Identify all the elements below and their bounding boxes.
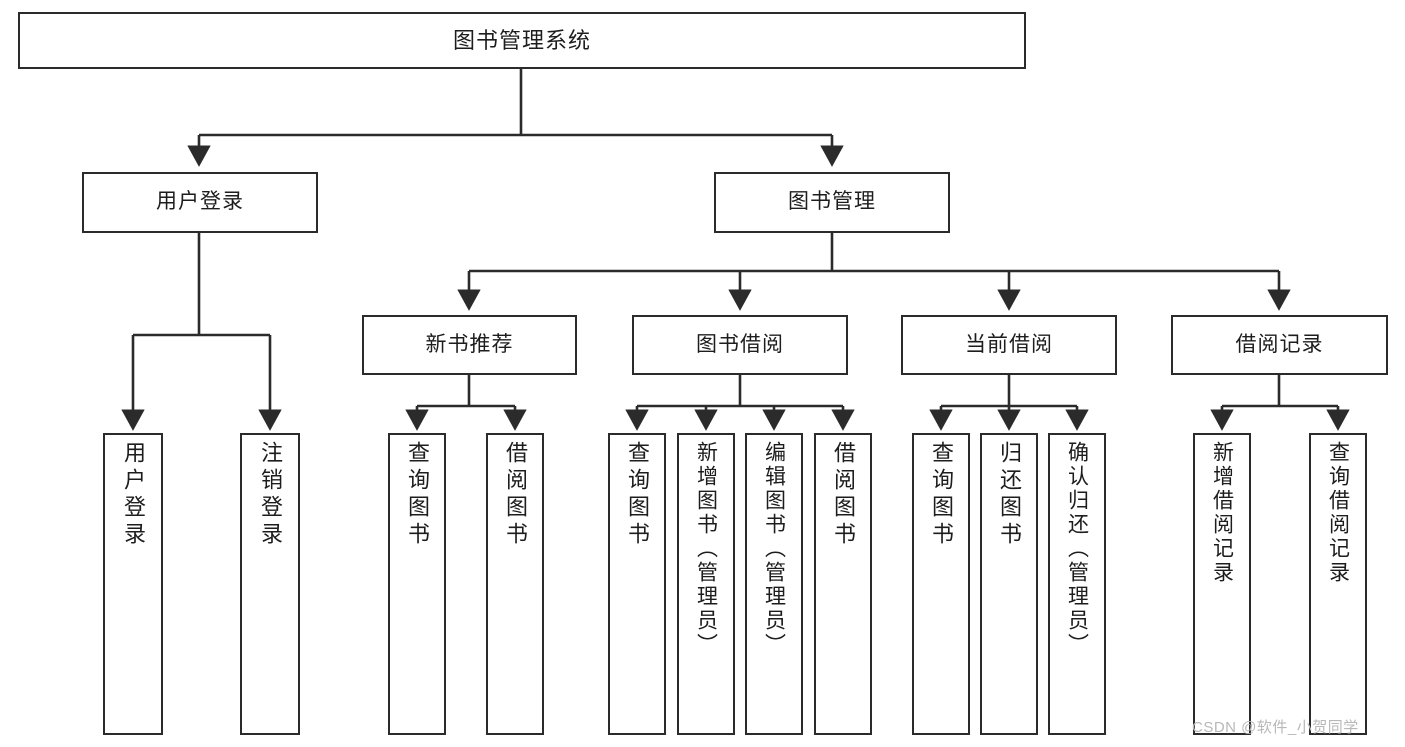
leaf-book-borrow-edit[interactable]: 编辑图书（管理员） xyxy=(745,433,803,735)
node-label: 图书管理系统 xyxy=(452,27,591,53)
node-label: 图书管理 xyxy=(788,190,876,214)
leaf-user-login-signout[interactable]: 注销登录 xyxy=(240,433,300,735)
node-root-system[interactable]: 图书管理系统 xyxy=(18,12,1026,69)
node-label: 用户登录 xyxy=(121,441,146,549)
node-label: 新增借阅记录 xyxy=(1210,441,1234,585)
node-label: 新书推荐 xyxy=(425,332,514,356)
leaf-borrow-record-add[interactable]: 新增借阅记录 xyxy=(1193,433,1251,735)
node-label: 借阅记录 xyxy=(1235,332,1324,356)
leaf-current-borrow-confirm[interactable]: 确认归还（管理员） xyxy=(1048,433,1106,735)
node-new-book-recommend[interactable]: 新书推荐 xyxy=(362,315,577,375)
node-label: 查询图书 xyxy=(405,441,430,549)
node-label: 注销登录 xyxy=(258,441,283,549)
leaf-current-borrow-query[interactable]: 查询图书 xyxy=(912,433,970,735)
node-label: 借阅图书 xyxy=(831,441,856,549)
leaf-user-login-signin[interactable]: 用户登录 xyxy=(103,433,163,735)
node-label: 查询借阅记录 xyxy=(1326,441,1350,585)
leaf-current-borrow-return[interactable]: 归还图书 xyxy=(980,433,1038,735)
node-borrow-record[interactable]: 借阅记录 xyxy=(1171,315,1388,375)
node-label: 查询图书 xyxy=(625,441,650,549)
node-label: 查询图书 xyxy=(929,441,954,549)
node-book-borrow[interactable]: 图书借阅 xyxy=(632,315,848,375)
leaf-new-book-query[interactable]: 查询图书 xyxy=(388,433,446,735)
leaf-book-borrow-query[interactable]: 查询图书 xyxy=(608,433,666,735)
node-label: 编辑图书（管理员） xyxy=(762,441,786,657)
node-label: 图书借阅 xyxy=(696,332,784,356)
node-label: 新增图书（管理员） xyxy=(694,441,718,657)
node-label: 借阅图书 xyxy=(503,441,528,549)
leaf-book-borrow-lend[interactable]: 借阅图书 xyxy=(814,433,872,735)
node-book-management[interactable]: 图书管理 xyxy=(714,172,950,233)
leaf-book-borrow-add[interactable]: 新增图书（管理员） xyxy=(677,433,735,735)
leaf-new-book-borrow[interactable]: 借阅图书 xyxy=(486,433,544,735)
node-label: 归还图书 xyxy=(997,441,1022,549)
node-label: 当前借阅 xyxy=(965,332,1053,356)
node-label: 用户登录 xyxy=(156,190,244,214)
node-label: 确认归还（管理员） xyxy=(1065,441,1089,657)
node-user-login[interactable]: 用户登录 xyxy=(82,172,318,233)
csdn-watermark: CSDN @软件_小贺同学 xyxy=(1192,719,1359,736)
node-current-borrow[interactable]: 当前借阅 xyxy=(901,315,1117,375)
leaf-borrow-record-query[interactable]: 查询借阅记录 xyxy=(1309,433,1367,735)
